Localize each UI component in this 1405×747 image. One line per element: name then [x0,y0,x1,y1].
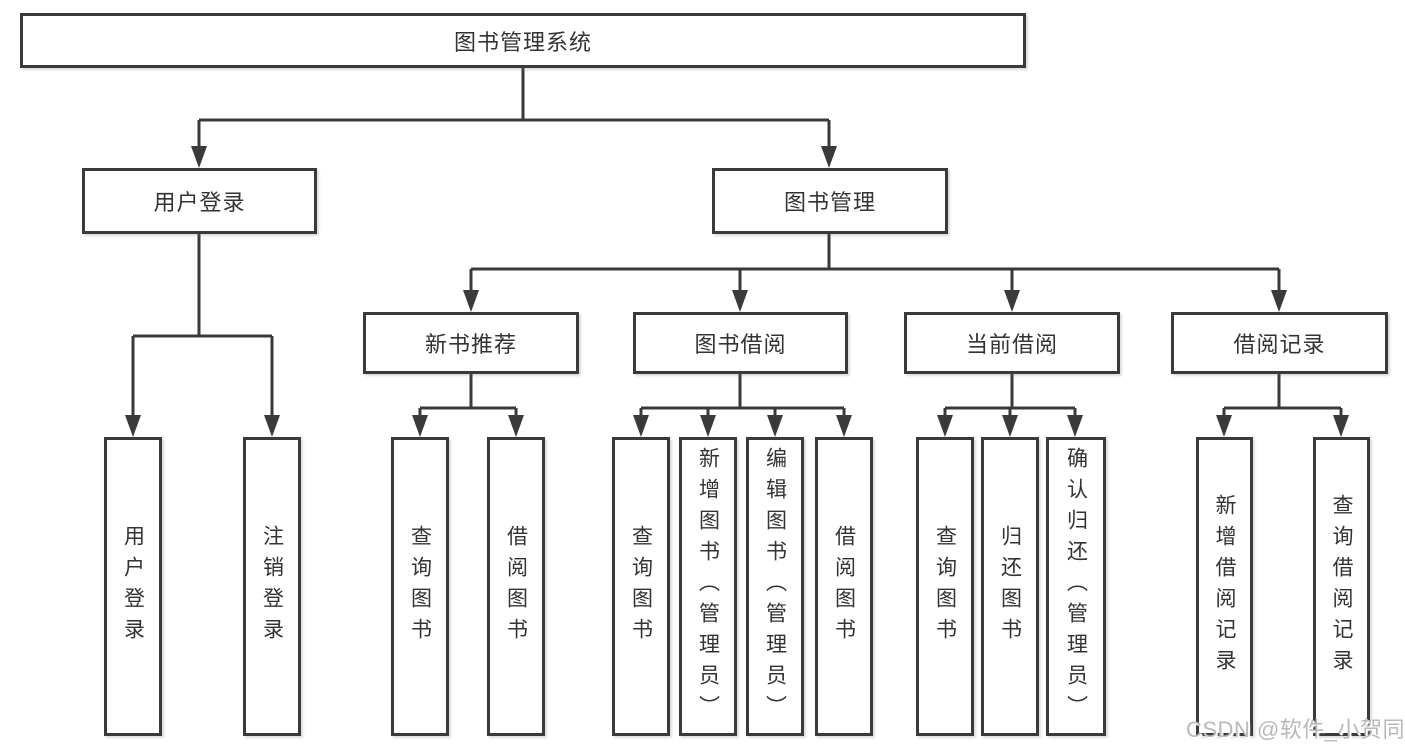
node-borrowing-records: 借阅记录 [1171,312,1388,374]
node-label: 借阅记录 [1233,332,1326,357]
leaf-edit-books-admin: 编辑图书（管理员） [746,437,804,736]
leaf-query-books-current: 查询图书 [916,437,974,736]
node-label: 新增借阅记录 [1213,493,1236,680]
leaf-return-books: 归还图书 [981,437,1039,736]
node-label: 查询图书 [629,524,653,649]
leaf-add-books-admin: 新增图书（管理员） [679,437,737,736]
node-label: 注销登录 [260,524,284,649]
leaf-logout: 注销登录 [243,437,301,736]
node-new-book-recommend: 新书推荐 [363,312,579,374]
node-label: 查询图书 [408,524,432,649]
node-label: 当前借阅 [965,332,1058,357]
leaf-user-login: 用户登录 [104,437,162,736]
leaf-add-borrow-record: 新增借阅记录 [1196,437,1253,736]
node-label: 借阅图书 [504,524,528,649]
leaf-borrow-books-borrowing: 借阅图书 [815,437,873,736]
node-book-management-system: 图书管理系统 [20,13,1026,68]
node-label: 编辑图书（管理员） [763,447,787,726]
node-label: 图书管理 [783,190,876,215]
node-label: 新书推荐 [424,332,517,357]
leaf-query-borrow-record: 查询借阅记录 [1313,437,1370,736]
leaf-query-books-borrowing: 查询图书 [612,437,670,736]
node-book-management: 图书管理 [712,168,948,234]
node-label: 查询借阅记录 [1330,493,1353,680]
leaf-confirm-return-admin: 确认归还（管理员） [1046,437,1106,736]
node-book-borrowing: 图书借阅 [633,312,848,374]
leaf-query-books-recommend: 查询图书 [391,437,449,736]
node-label: 确认归还（管理员） [1064,447,1088,726]
csdn-watermark: CSDN @软件_小贺同学 [1186,717,1405,742]
node-label: 归还图书 [998,524,1022,649]
node-label: 借阅图书 [832,524,856,649]
node-label: 图书管理系统 [453,29,592,55]
node-label: 新增图书（管理员） [696,447,720,726]
leaf-borrow-books-recommend: 借阅图书 [487,437,545,736]
node-label: 查询图书 [933,524,957,649]
node-label: 用户登录 [121,524,145,649]
node-label: 图书借阅 [694,332,787,357]
node-current-borrowing: 当前借阅 [904,312,1120,374]
node-user-login: 用户登录 [82,168,317,234]
node-label: 用户登录 [153,190,246,215]
